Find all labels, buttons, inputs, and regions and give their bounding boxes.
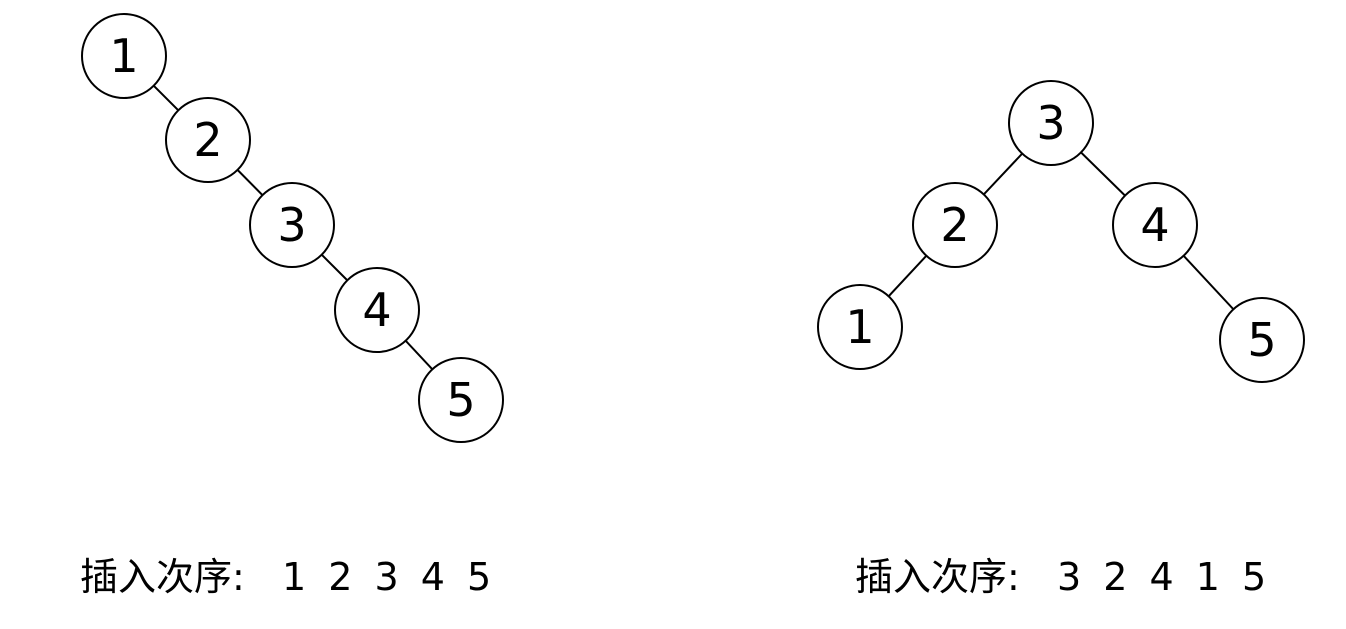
right-caption: 插入次序: 3 2 4 1 5 — [855, 555, 1266, 599]
node-circle — [1219, 297, 1305, 383]
tree-node: 2 — [912, 182, 998, 268]
node-circle — [912, 182, 998, 268]
node-circle — [817, 284, 903, 370]
node-label: 4 — [362, 283, 391, 337]
node-label: 5 — [446, 373, 475, 427]
caption-prefix: 插入次序: — [80, 555, 245, 599]
node-label: 3 — [1036, 96, 1065, 150]
node-circle — [165, 97, 251, 183]
node-circle — [334, 267, 420, 353]
left-caption: 插入次序: 1 2 3 4 5 — [80, 555, 491, 599]
caption-prefix: 插入次序: — [855, 555, 1020, 599]
node-circle — [249, 182, 335, 268]
node-label: 2 — [940, 198, 969, 252]
tree-node: 5 — [1219, 297, 1305, 383]
node-label: 5 — [1247, 313, 1276, 367]
node-label: 4 — [1140, 198, 1169, 252]
tree-node: 5 — [418, 357, 504, 443]
node-circle — [1008, 80, 1094, 166]
node-label: 1 — [109, 29, 138, 83]
node-circle — [81, 13, 167, 99]
left-tree: 1 2 3 4 5 插入次序: 1 2 3 4 5 — [80, 13, 504, 599]
tree-node: 1 — [81, 13, 167, 99]
node-circle — [418, 357, 504, 443]
right-tree: 3 2 4 1 5 插入次序: 3 2 4 1 5 — [817, 80, 1305, 599]
node-label: 2 — [193, 113, 222, 167]
tree-node: 4 — [334, 267, 420, 353]
tree-node: 2 — [165, 97, 251, 183]
tree-node: 1 — [817, 284, 903, 370]
tree-node: 4 — [1112, 182, 1198, 268]
caption-sequence: 1 2 3 4 5 — [282, 555, 491, 599]
node-circle — [1112, 182, 1198, 268]
tree-node: 3 — [1008, 80, 1094, 166]
node-label: 1 — [845, 300, 874, 354]
node-label: 3 — [277, 198, 306, 252]
caption-sequence: 3 2 4 1 5 — [1057, 555, 1266, 599]
tree-node: 3 — [249, 182, 335, 268]
